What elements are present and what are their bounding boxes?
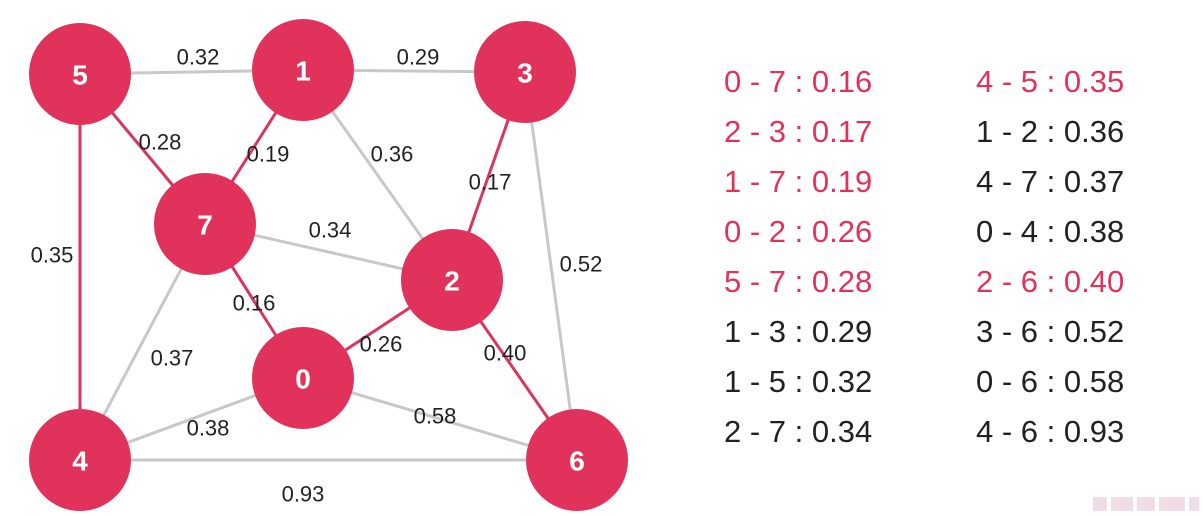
edge-list-item: 4 - 6 : 0.93	[976, 414, 1125, 449]
node-label: 6	[569, 446, 585, 477]
node-circle	[401, 229, 503, 331]
sorted-edge-list: 0 - 7 : 0.16 2 - 3 : 0.17 1 - 7 : 0.19 0…	[724, 57, 1184, 457]
node-circle	[252, 327, 354, 429]
graph-node-4: 4	[29, 409, 131, 511]
edge-list-item: 5 - 7 : 0.28	[724, 264, 873, 299]
edge-list-item: 2 - 6 : 0.40	[976, 264, 1125, 299]
edge-list-item: 0 - 7 : 0.16	[724, 64, 873, 99]
edge-weight-labels: 0.32 0.29 0.28 0.19 0.36 0.17 0.34 0.35 0.52 0.16…	[31, 45, 603, 507]
edge-weight-label: 0.19	[247, 142, 290, 167]
edge-weight-label: 0.37	[151, 346, 194, 371]
node-circle	[29, 23, 131, 125]
edge-list-item: 2 - 7 : 0.34	[724, 414, 873, 449]
edge-weight-label: 0.32	[177, 45, 220, 70]
edge-weight-label: 0.17	[469, 170, 512, 195]
node-circle	[252, 19, 354, 121]
graph-node-3: 3	[474, 21, 576, 123]
edge-list-item: 0 - 4 : 0.38	[976, 214, 1125, 249]
edge-weight-label: 0.52	[560, 252, 603, 277]
graph-node-7: 7	[154, 173, 256, 275]
edge-list-item: 3 - 6 : 0.52	[976, 314, 1125, 349]
edge-weight-label: 0.26	[360, 332, 403, 357]
edge-weight-label: 0.28	[139, 130, 182, 155]
edge-list-item: 4 - 7 : 0.37	[976, 164, 1125, 199]
edge-weight-label: 0.40	[484, 341, 527, 366]
edge-list-item: 1 - 5 : 0.32	[724, 364, 873, 399]
weighted-graph: 0.32 0.29 0.28 0.19 0.36 0.17 0.34 0.35 0.52 0.16…	[29, 19, 628, 511]
edge-list-item: 1 - 7 : 0.19	[724, 164, 873, 199]
node-label: 5	[72, 60, 88, 91]
edge-list-item: 0 - 2 : 0.26	[724, 214, 873, 249]
graph-node-2: 2	[401, 229, 503, 331]
node-circle	[154, 173, 256, 275]
edge-weight-label: 0.36	[371, 142, 414, 167]
graph-node-0: 0	[252, 327, 354, 429]
edge-list-item: 4 - 5 : 0.35	[976, 64, 1125, 99]
edge-3-6	[523, 70, 579, 462]
edge-list-item: 1 - 3 : 0.29	[724, 314, 873, 349]
node-label: 0	[295, 364, 311, 395]
node-label: 4	[72, 446, 88, 477]
edge-weight-label: 0.16	[233, 291, 276, 316]
edge-list-item: 2 - 3 : 0.17	[724, 114, 873, 149]
edge-weight-label: 0.38	[187, 416, 230, 441]
graph-node-1: 1	[252, 19, 354, 121]
edge-list-item: 0 - 6 : 0.58	[976, 364, 1125, 399]
watermark	[1093, 497, 1199, 511]
node-label: 7	[197, 210, 213, 241]
edge-weight-label: 0.29	[397, 45, 440, 70]
edge-weight-label: 0.58	[414, 404, 457, 429]
edge-weight-label: 0.34	[309, 218, 352, 243]
edge-weight-label: 0.35	[31, 243, 74, 268]
node-label: 3	[517, 58, 533, 89]
nodes-layer: 0 1 2 3 4 5 6 7	[29, 19, 628, 511]
node-circle	[474, 21, 576, 123]
graph-node-6: 6	[526, 409, 628, 511]
node-circle	[526, 409, 628, 511]
edge-list-item: 1 - 2 : 0.36	[976, 114, 1125, 149]
edge-weight-label: 0.93	[282, 482, 325, 507]
node-circle	[29, 409, 131, 511]
graph-node-5: 5	[29, 23, 131, 125]
node-label: 2	[444, 266, 460, 297]
node-label: 1	[295, 56, 311, 87]
